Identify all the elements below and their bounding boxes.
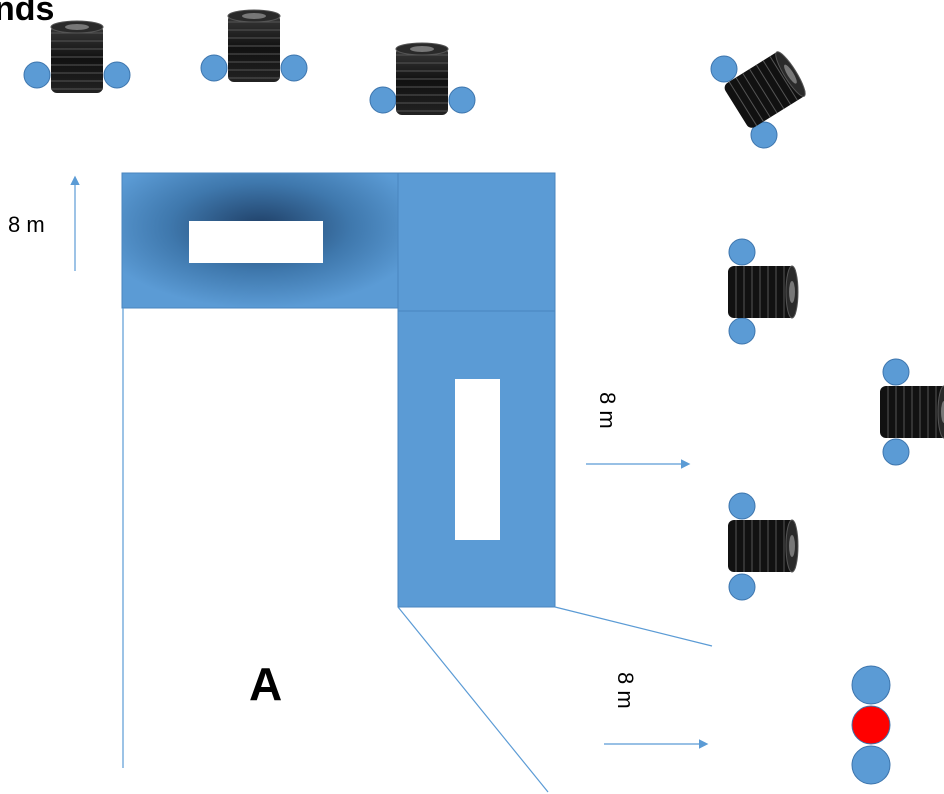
dimension-label-middle: 8 m: [595, 392, 620, 429]
circle-marker-icon: [728, 492, 756, 520]
tire-stack-icon: [727, 265, 799, 319]
area-label: A: [249, 658, 282, 710]
circle-marker-icon: [280, 54, 308, 82]
circle-marker-icon: [851, 745, 891, 785]
tire-stack-icon: [50, 20, 104, 94]
dimension-label-bottom: 8 m: [613, 672, 638, 709]
boundary-diagonal-right: [554, 606, 713, 647]
circle-marker-icon: [728, 317, 756, 345]
tire-stack-icon: [721, 48, 810, 131]
circle-marker-icon: [103, 61, 131, 89]
dimension-label-left: 8 m: [8, 212, 45, 237]
circle-marker-icon: [728, 238, 756, 266]
tire-stack-icon: [879, 385, 944, 439]
block-top-right: [397, 172, 556, 312]
tire-stack-4: [710, 48, 810, 149]
tire-stack-icon: [227, 9, 281, 83]
window-opening-vertical: [455, 379, 500, 540]
tire-stack-7: [727, 492, 799, 601]
tire-stack-icon: [395, 42, 449, 116]
circle-marker-icon: [23, 61, 51, 89]
dimension-arrows: [70, 175, 709, 749]
circle-marker-icon: [728, 573, 756, 601]
tire-stack-2: [200, 9, 308, 83]
circle-marker-icon: [369, 86, 397, 114]
tire-stack-5: [727, 238, 799, 345]
start-marker: [851, 665, 891, 785]
tire-stack-icon: [727, 519, 799, 573]
structure-blocks: [121, 172, 556, 608]
circle-marker-icon: [448, 86, 476, 114]
circle-marker-icon: [750, 121, 778, 149]
tire-stack-3: [369, 42, 476, 116]
circle-marker-icon: [851, 665, 891, 705]
page-title: nds: [0, 0, 54, 28]
tire-stack-6: [879, 358, 944, 466]
circle-marker-icon: [882, 438, 910, 466]
circle-marker-icon: [882, 358, 910, 386]
tire-stack-1: [23, 20, 131, 94]
boundary-lines: [122, 308, 713, 793]
circle-marker-icon: [200, 54, 228, 82]
red-circle-marker-icon: [851, 705, 891, 745]
boundary-diagonal-left: [397, 606, 549, 793]
window-opening-horizontal: [189, 221, 323, 263]
circle-marker-icon: [710, 55, 738, 83]
